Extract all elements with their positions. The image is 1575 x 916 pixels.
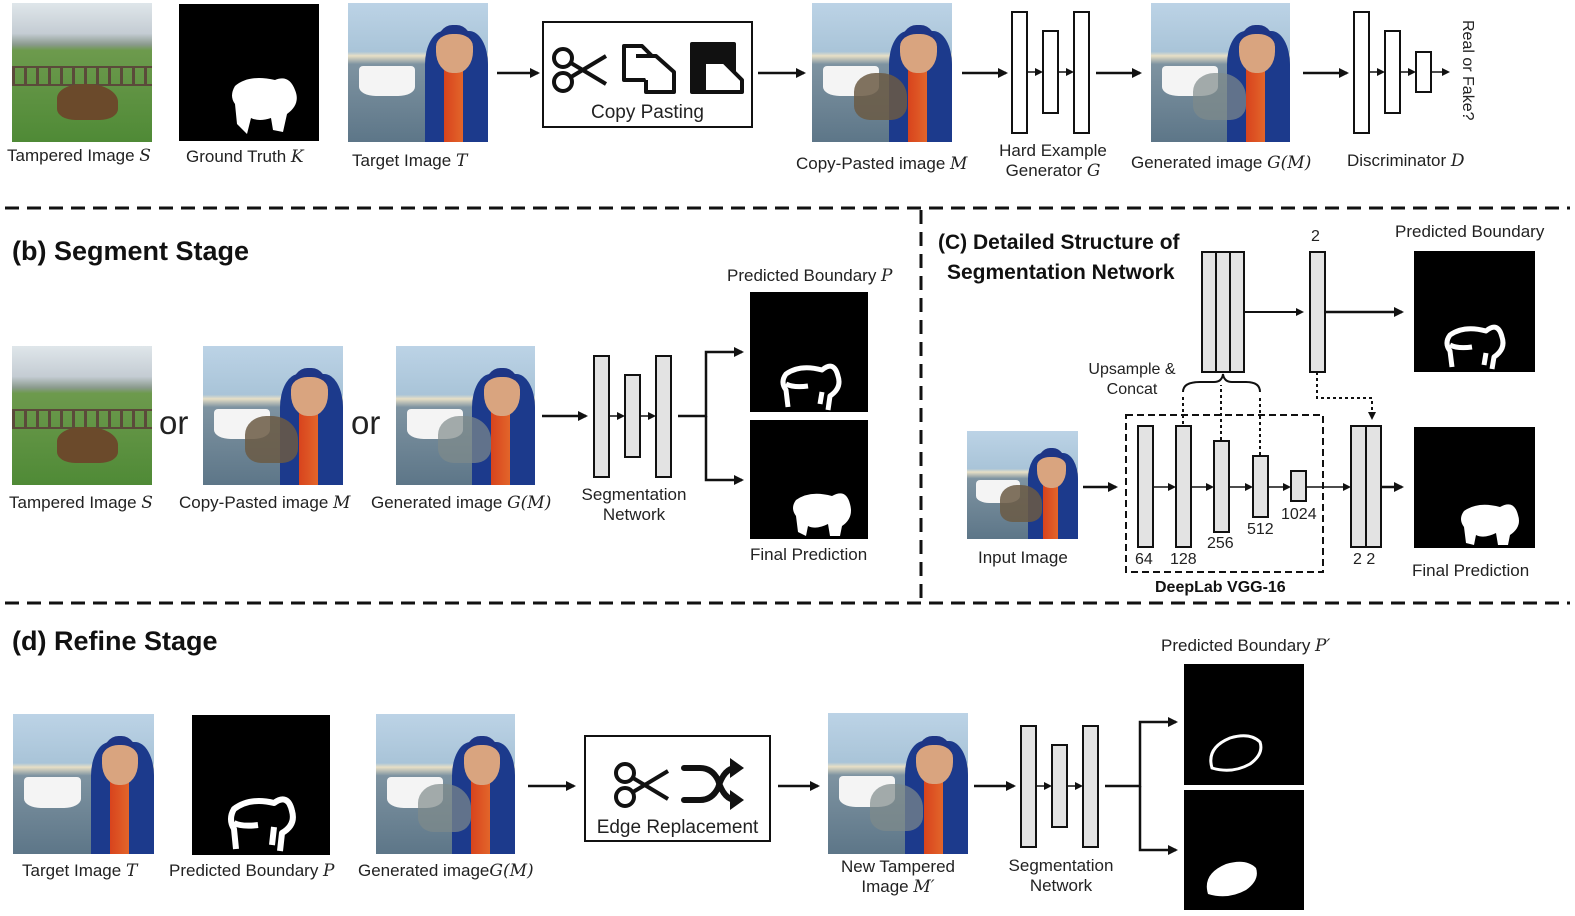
copy-pasted-label-a: Copy-Pasted image M	[796, 154, 968, 174]
edge-replacement-label: Edge Replacement	[596, 817, 759, 838]
final-prediction-b	[750, 420, 868, 539]
edge-replacement-box	[584, 735, 771, 842]
discriminator-network	[1353, 11, 1432, 134]
final-prediction-label-b: Final Prediction	[750, 545, 868, 564]
predicted-boundary-b	[750, 292, 868, 412]
head-bottom-channels: 2 2	[1353, 551, 1376, 568]
generated-label-d: Generated imageG(M)	[358, 861, 534, 881]
predicted-boundary-label-b: Predicted Boundary P	[727, 266, 893, 286]
target-image-label-d: Target Image T	[22, 861, 138, 881]
tampered-image-label-b: Tampered Image S	[9, 493, 153, 513]
or-text-2: or	[351, 404, 381, 441]
target-image-d	[13, 714, 154, 854]
final-prediction-label-c: Final Prediction	[1412, 561, 1530, 580]
concat-block	[1201, 251, 1245, 373]
copy-pasting-label: Copy Pasting	[590, 102, 704, 123]
ground-truth-mask	[179, 4, 319, 141]
real-or-fake-label: Real or Fake?	[1459, 20, 1476, 121]
ground-truth-label: Ground Truth K	[186, 147, 304, 167]
new-tampered-label: New Tampered Image M′	[840, 857, 956, 897]
predicted-boundary-c	[1414, 251, 1535, 372]
generated-label-a: Generated image G(M)	[1131, 153, 1312, 173]
generated-image-a	[1151, 3, 1290, 142]
scissors-icon	[552, 47, 608, 93]
segment-stage-heading: (b) Segment Stage	[12, 236, 250, 266]
copy-pasting-box	[542, 21, 753, 128]
detailed-structure-heading: (C) Detailed Structure of Segmentation N…	[938, 231, 1180, 284]
predicted-boundary-d2	[1184, 664, 1304, 785]
segment-network-d	[1020, 725, 1099, 848]
final-prediction-d	[1184, 790, 1304, 910]
generated-image-b	[396, 346, 535, 485]
channel-256: 256	[1207, 535, 1234, 552]
generated-image-d	[376, 714, 515, 854]
discriminator-label: Discriminator D	[1347, 151, 1465, 171]
input-image-label: Input Image	[978, 548, 1068, 567]
channel-1024: 1024	[1281, 506, 1317, 523]
generator-network	[1011, 11, 1090, 134]
prediction-head	[1350, 425, 1382, 548]
copy-pasted-image-b	[203, 346, 343, 485]
shuffle-icon	[681, 765, 739, 803]
deeplab-label: DeepLab VGG-16	[1155, 579, 1286, 596]
scissors-icon-d	[614, 762, 670, 808]
input-image-c	[967, 431, 1078, 539]
generator-label: Hard Example Generator G	[999, 141, 1107, 181]
predicted-boundary-label-c: Predicted Boundary	[1395, 222, 1545, 241]
tampered-image-b	[12, 346, 152, 485]
generated-label-b: Generated image G(M)	[371, 493, 552, 513]
copy-pasted-label-b: Copy-Pasted image M	[179, 493, 351, 513]
final-prediction-c	[1414, 427, 1535, 548]
tampered-image-label-a: Tampered Image S	[7, 146, 151, 166]
upsample-brace	[1182, 373, 1261, 393]
channel-128: 128	[1170, 551, 1197, 568]
channel-64: 64	[1135, 551, 1153, 568]
segment-network-b	[593, 355, 672, 478]
deeplab-box	[1125, 414, 1324, 573]
predicted-boundary-label-d2: Predicted Boundary P′	[1161, 636, 1331, 656]
upsample-concat-label: Upsample &Concat	[1088, 361, 1176, 398]
backbone-layers	[1137, 425, 1307, 548]
paste-icon	[690, 42, 744, 94]
predicted-boundary-label-d: Predicted Boundary P	[169, 861, 335, 881]
new-tampered-image	[828, 713, 968, 854]
target-image-a	[348, 3, 488, 142]
channel-512: 512	[1247, 521, 1274, 538]
refine-stage-heading: (d) Refine Stage	[12, 626, 218, 656]
copy-pasted-image-a	[812, 3, 952, 142]
or-text-1: or	[159, 404, 189, 441]
copy-icon	[622, 44, 676, 94]
boundary-head	[1309, 251, 1326, 373]
predicted-boundary-d	[192, 715, 330, 855]
head-top-channels: 2	[1311, 228, 1320, 245]
target-image-label-a: Target Image T	[352, 151, 468, 171]
tampered-image-a	[12, 3, 152, 142]
